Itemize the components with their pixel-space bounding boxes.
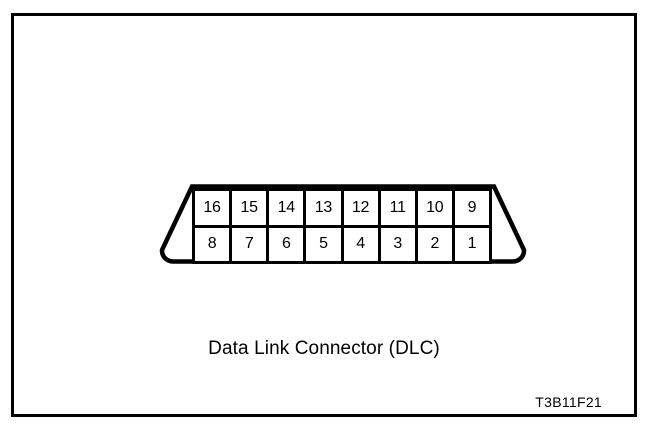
pin-row-bottom: 8 7 6 5 4 3 2 1 (195, 227, 489, 261)
figure-reference-code: T3B11F21 (535, 394, 602, 410)
pin-cell-6[interactable]: 6 (269, 227, 307, 261)
connector-caption: Data Link Connector (DLC) (208, 338, 440, 359)
pin-grid: 16 15 14 13 12 11 10 9 8 7 6 5 4 3 2 1 (192, 188, 492, 264)
pin-cell-10[interactable]: 10 (418, 191, 455, 225)
pin-cell-5[interactable]: 5 (306, 227, 344, 261)
pin-cell-1[interactable]: 1 (467, 235, 477, 253)
pin-cell-3[interactable]: 3 (381, 227, 418, 261)
pin-cell-14[interactable]: 14 (269, 191, 307, 225)
figure-frame: 16 15 14 13 12 11 10 9 8 7 6 5 4 3 2 1 D… (11, 13, 637, 417)
dlc-connector-diagram: 16 15 14 13 12 11 10 9 8 7 6 5 4 3 2 1 (154, 184, 532, 268)
pin-cell-7[interactable]: 7 (232, 227, 270, 261)
pin-cell-13[interactable]: 13 (306, 191, 344, 225)
pin-cell-12[interactable]: 12 (344, 191, 381, 225)
pin-cell-11[interactable]: 11 (381, 191, 418, 225)
pin-cell-8[interactable]: 8 (195, 227, 233, 261)
pin-cell-9[interactable]: 9 (467, 198, 477, 216)
pin-cell-4[interactable]: 4 (344, 227, 381, 261)
pin-cell-16[interactable]: 16 (195, 191, 233, 225)
pin-cell-15[interactable]: 15 (232, 191, 270, 225)
pin-cell-2[interactable]: 2 (418, 227, 455, 261)
pin-row-top: 16 15 14 13 12 11 10 9 (195, 191, 489, 228)
